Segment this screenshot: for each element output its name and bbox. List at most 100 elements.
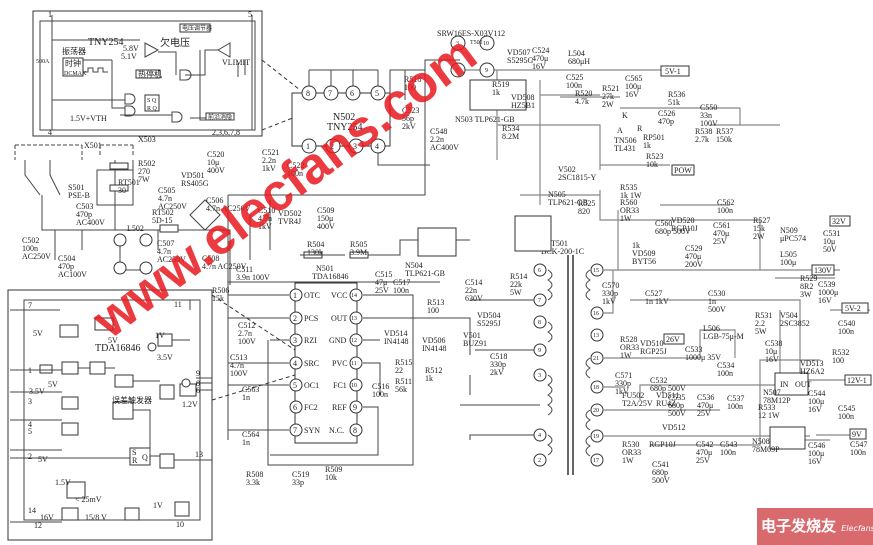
component-label-r502: 7W xyxy=(138,175,150,184)
component-label-c502: C502 xyxy=(22,236,39,245)
component-label-in: IN xyxy=(780,380,789,389)
component-label-n503: N503 TLP621-GB xyxy=(455,115,515,124)
component-label-v504: V504 xyxy=(780,311,798,320)
vlimit-label: VLIMIT xyxy=(222,58,250,67)
output-terminals: 5V-1 POW 32V 130V 5V-2 26V 12V-1 9V xyxy=(660,65,872,440)
component-label-c522: 100n xyxy=(287,169,303,178)
voltage-label: 1V xyxy=(153,501,163,510)
component-label-c550: C550 xyxy=(700,103,717,112)
pin-number: 4 xyxy=(28,420,32,429)
thermal-shutdown-label: 热停机 xyxy=(138,69,162,79)
component-label-c530: C530 xyxy=(708,289,725,298)
component-label-v501: BUZ91 xyxy=(463,339,487,348)
component-label-c542: C542 xyxy=(696,440,713,449)
component-label-rt502: 5D-15 xyxy=(152,216,172,225)
component-label-r531: R531 xyxy=(755,311,772,320)
component-label-vd513: VD513 xyxy=(800,359,824,368)
pin-number: 6 xyxy=(538,268,541,274)
component-label-l504: L504 xyxy=(568,49,585,58)
component-label-n509: μPC574 xyxy=(780,234,806,243)
pin-number: 1 xyxy=(293,291,297,300)
component-label-l505: 100μ xyxy=(780,258,796,267)
component-label-r527: 15k xyxy=(753,224,765,233)
component-label-vd_rgp10j: RGP10J xyxy=(649,440,676,449)
component-label-c517: C517 xyxy=(393,278,410,287)
component-label-c513: C513 xyxy=(230,353,247,362)
component-label-c561: 470μ xyxy=(713,229,729,238)
component-label-c512: 100V xyxy=(238,337,256,346)
component-label-c522: C522 xyxy=(287,161,304,170)
component-label-r560: R560 xyxy=(620,198,637,207)
voltage-label: 3.5V xyxy=(29,387,45,396)
component-label-vd501: VD501 xyxy=(181,171,205,180)
voltage-label: 5.1V xyxy=(121,52,137,61)
tny254-inset: 1 5 4 2,3,6,7,8 TNY254 振荡器 500A 时钟 DCMAX… xyxy=(32,10,319,137)
component-label-r523: 10k xyxy=(646,160,658,169)
component-label-c565: 16V xyxy=(625,90,639,99)
input-section-wiring xyxy=(14,144,470,285)
component-label-c521: 2.2n xyxy=(262,156,276,165)
pin-number: 5 xyxy=(293,381,297,390)
error-flipflop-label: 误差触发器 xyxy=(112,395,152,405)
component-label-vd506: VD506 xyxy=(422,336,446,345)
inset-title: TNY254 xyxy=(88,37,124,48)
output-26v: 26V xyxy=(666,335,680,344)
component-label-c541: 500V xyxy=(652,476,670,485)
pin-number: 20 xyxy=(593,408,599,414)
component-label-vd513: HZ6A2 xyxy=(800,367,824,376)
component-label-vd506: IN4148 xyxy=(422,344,446,353)
component-label-c534: 100n xyxy=(717,369,733,378)
component-label-c508: 4.7n AC250V xyxy=(202,262,247,271)
component-label-c535: 500V xyxy=(668,409,686,418)
pin-label: 4 xyxy=(48,128,52,137)
pin-number: 5 xyxy=(28,427,32,436)
undervoltage-label: 欠电压 xyxy=(160,36,190,49)
component-label-r531: 5W xyxy=(755,327,767,336)
component-label-r506: R506 xyxy=(212,286,229,295)
component-label-c562: C562 xyxy=(717,198,734,207)
pin-number: 13 xyxy=(195,450,203,459)
component-label-c513: 100V xyxy=(230,369,248,378)
component-label-c563: C563 xyxy=(242,385,259,394)
component-label-c536: 470μ xyxy=(697,401,713,410)
component-label-l506: LGB-75μ-M xyxy=(703,332,744,341)
component-label-c564: 1n xyxy=(242,438,250,447)
component-label-c543: C543 xyxy=(720,440,737,449)
component-label-r502: 270 xyxy=(138,167,150,176)
component-label-r529: 8R2 xyxy=(800,282,813,291)
component-label-r521: R521 xyxy=(602,84,619,93)
latch-q: Q xyxy=(142,453,148,462)
pin-number: 9 xyxy=(485,68,488,74)
component-label-vd504: S5295J xyxy=(477,319,501,328)
pin-number: 2 xyxy=(28,452,32,461)
component-label-n508: 78M09P xyxy=(752,445,780,454)
component-label-c517: 100n xyxy=(393,286,409,295)
component-label-r514: R514 xyxy=(510,272,527,281)
pin-number: 2 xyxy=(538,458,541,464)
component-label-c532: C532 xyxy=(650,376,667,385)
component-label-c510: 1kV xyxy=(258,222,272,231)
component-label-r527: R527 xyxy=(753,216,770,225)
component-label-c547: C547 xyxy=(850,440,867,449)
component-label-c545: 100n xyxy=(838,412,854,421)
component-label-c560: C560 xyxy=(655,219,672,228)
component-label-c538: C538 xyxy=(765,339,782,348)
component-label-v502: 2SC1815-Y xyxy=(558,173,596,182)
pin-number: 8 xyxy=(196,379,200,388)
component-label-r520: R520 xyxy=(575,89,592,98)
pin-number: 4 xyxy=(293,359,297,368)
latch-s: S xyxy=(132,448,136,457)
component-label-l505: L505 xyxy=(780,250,797,259)
pin-number: 21 xyxy=(593,356,599,362)
component-label-r527: 2W xyxy=(753,232,765,241)
component-label-rp501: 1k xyxy=(643,141,651,150)
component-label-n508: N508 xyxy=(752,437,770,446)
component-label-r519: 1k xyxy=(492,88,500,97)
component-label-c550: 33n xyxy=(700,111,712,120)
component-label-r518: 100 xyxy=(404,83,416,92)
pin-number: 8 xyxy=(538,320,541,326)
pin-function: OC1 xyxy=(304,381,319,390)
component-label-c535: 680p xyxy=(668,401,684,410)
